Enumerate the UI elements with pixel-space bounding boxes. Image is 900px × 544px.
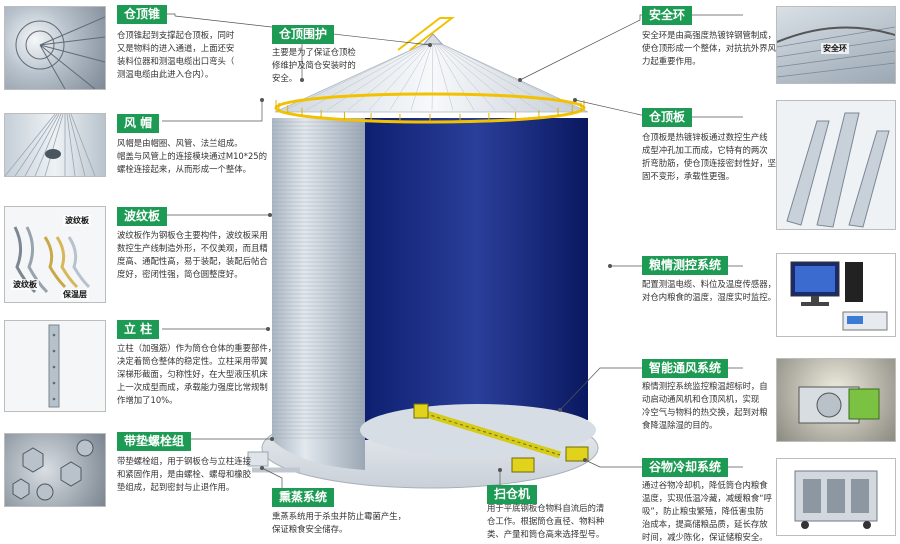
desc-corrugated-plate: 波纹板作为钢板仓主要构件，波纹板采用 数控生产线制造外形，不仅美观，而且精 度高… [117, 230, 268, 279]
tag-corrugated-plate: 波纹板 [117, 207, 168, 226]
thumb-roof-cone [4, 6, 106, 90]
desc-roof-guard: 主要是为了保证仓顶检 修维护及简仓安装时的 安全。 [272, 47, 356, 83]
desc-fumigation: 熏蒸系统用于杀虫并防止霉菌产生， 保证粮食安全储存。 [272, 511, 406, 534]
desc-column: 立柱（加强筋）作为筒仓仓体的重要部件， 决定着筒仓整体的稳定性。立柱采用带翼 深… [117, 343, 277, 405]
thumb-label-corrugated-b: 波纹板 [11, 279, 39, 290]
desc-vent-cap: 风帽是由帽圈、风管、法兰组成。 帽盖与风管上的连接模块通过M10*25的 螺栓连… [117, 138, 267, 174]
tag-column: 立 柱 [117, 320, 160, 339]
silo-interior [365, 118, 588, 440]
thumb-column [4, 320, 106, 412]
thumb-label-safety-ring: 安全环 [821, 43, 849, 54]
tag-sweep-machine: 扫仓机 [487, 485, 538, 504]
desc-roof-cone: 仓顶锥起到支撑起仓顶板，同时 又是物料的进入通道，上面还安 装料位器和测温电缆出… [117, 30, 235, 79]
thumb-safety-ring: 安全环 [776, 6, 896, 84]
desc-roof-panel: 仓顶板是热镀锌板通过数控生产线 成型冲孔加工而成，它特有的两次 折弯肋筋，使仓顶… [642, 132, 776, 181]
desc-sweep-machine: 用于平底钢板仓物料自流后的清 仓工作。根据筒仓直径、物料种 类、产量和筒仓高来选… [487, 503, 605, 539]
desc-ventilation-system: 粮情测控系统监控粮温超标时，自 动启动通风机和仓顶风机，实现 冷空气与物料的热交… [642, 381, 768, 430]
tag-bolt-set: 带垫螺栓组 [117, 432, 192, 451]
desc-monitor-system: 配置测温电缆、料位及温度传感器， 对仓内粮食的温度，湿度实时监控。 [642, 279, 776, 302]
tag-roof-cone: 仓顶锥 [117, 5, 168, 24]
thumb-monitor-system [776, 253, 896, 337]
tag-roof-guard: 仓顶围护 [272, 25, 335, 44]
tag-ventilation-system: 智能通风系统 [642, 359, 729, 378]
tag-grain-cooler: 谷物冷却系统 [642, 458, 729, 477]
silo-roof [274, 39, 589, 113]
thumb-label-corrugated-a: 波纹板 [63, 215, 91, 226]
silo-top-cone [422, 33, 444, 45]
tag-safety-ring: 安全环 [642, 6, 693, 25]
thumb-vent-cap [4, 113, 106, 177]
tag-vent-cap: 风 帽 [117, 114, 160, 133]
thumb-grain-cooler [776, 458, 896, 536]
thumb-bolt-set [4, 433, 106, 507]
thumb-corrugated-plate: 波纹板 波纹板 保温层 [4, 206, 106, 303]
desc-grain-cooler: 通过谷物冷却机，降低筒仓内粮食 温度，实现低温冷藏，减缓粮食“呼 吸”，防止粮虫… [642, 480, 772, 542]
thumb-ventilation-fan [776, 358, 896, 442]
tag-roof-panel: 仓顶板 [642, 108, 693, 127]
desc-bolt-set: 带垫螺栓组，用于钢板仓与立柱连接 和紧固作用，是由螺栓、螺母和橡胶 垫组成，起到… [117, 456, 251, 492]
thumb-label-insulation: 保温层 [61, 289, 89, 300]
tag-fumigation: 熏蒸系统 [272, 488, 335, 507]
thumb-roof-panel [776, 100, 896, 230]
tag-monitor-system: 粮情测控系统 [642, 256, 729, 275]
desc-safety-ring: 安全环是由高强度热镀锌钢管制成， 使仓顶形成一个整体，对抗抗外界风 力起重要作用… [642, 30, 776, 66]
